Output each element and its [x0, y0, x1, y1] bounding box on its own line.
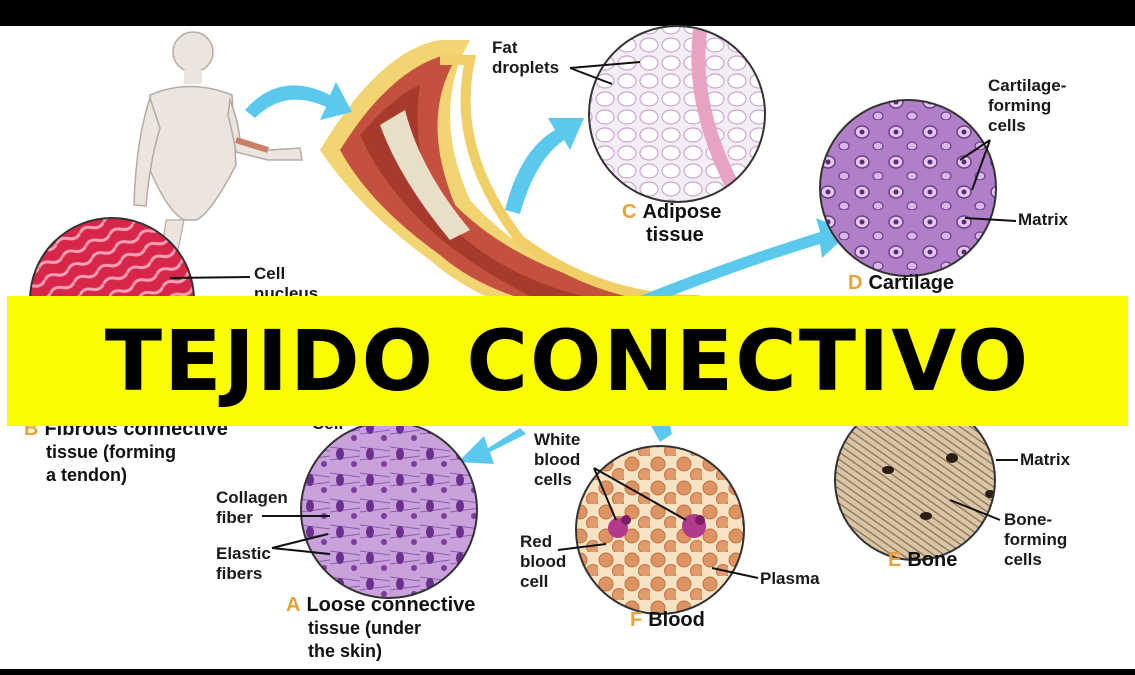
- cartilage-forming-cells-line3: cells: [988, 116, 1066, 136]
- elastic-fibers-line2: fibers: [216, 564, 271, 584]
- caption-blood-line1: Blood: [648, 609, 705, 631]
- bone-forming-cells-line1: Bone-: [1004, 510, 1067, 530]
- caption-loose-connective: A Loose connective tissue (under the skin…: [286, 594, 475, 663]
- page-title: TEJIDO CONECTIVO: [105, 312, 1030, 410]
- cartilage-matrix-label: Matrix: [1018, 210, 1068, 230]
- caption-adipose-line1: Adipose: [642, 201, 721, 223]
- bone-forming-cells-line2: forming: [1004, 530, 1067, 550]
- fat-droplets-label-line2: droplets: [492, 58, 559, 78]
- caption-adipose: C Adipose tissue: [622, 201, 721, 247]
- red-blood-cell-line3: cell: [520, 572, 566, 592]
- bone-matrix-label: Matrix: [1020, 450, 1070, 470]
- caption-bone-line1: Bone: [907, 549, 957, 571]
- caption-blood: F Blood: [630, 609, 705, 632]
- plasma-label: Plasma: [760, 569, 820, 589]
- fat-droplets-label-line1: Fat: [492, 38, 559, 58]
- caption-fibrous-line2: tissue (forming: [24, 441, 228, 464]
- collagen-fiber-line2: fiber: [216, 508, 288, 528]
- white-blood-cells-line2: blood: [534, 450, 580, 470]
- collagen-fiber-line1: Collagen: [216, 488, 288, 508]
- red-blood-cell-line2: blood: [520, 552, 566, 572]
- fat-droplets-label: Fat droplets: [492, 38, 559, 78]
- red-blood-cell-label: Red blood cell: [520, 532, 566, 592]
- caption-bone-letter: E: [888, 549, 901, 571]
- human-figure: [134, 32, 302, 250]
- elastic-fibers-line1: Elastic: [216, 544, 271, 564]
- caption-loose-line3: the skin): [286, 640, 475, 663]
- white-blood-cells-line3: cells: [534, 470, 580, 490]
- bone-forming-cells-label: Bone- forming cells: [1004, 510, 1067, 570]
- loose-connective-circle: [301, 422, 477, 598]
- caption-loose-letter: A: [286, 594, 300, 616]
- cartilage-forming-cells-label: Cartilage- forming cells: [988, 76, 1066, 136]
- caption-cartilage-line1: Cartilage: [868, 272, 954, 294]
- caption-adipose-letter: C: [622, 201, 636, 223]
- caption-cartilage-letter: D: [848, 272, 862, 294]
- caption-bone: E Bone: [888, 549, 957, 572]
- bottom-black-bar: [0, 669, 1135, 675]
- bone-forming-cells-line3: cells: [1004, 550, 1067, 570]
- caption-loose-line1: Loose connective: [306, 594, 475, 616]
- cell-nucleus-line1: Cell: [254, 264, 318, 284]
- white-blood-cells-label: White blood cells: [534, 430, 580, 490]
- caption-loose-line2: tissue (under: [286, 617, 475, 640]
- elastic-fibers-label: Elastic fibers: [216, 544, 271, 584]
- cartilage-forming-cells-line1: Cartilage-: [988, 76, 1066, 96]
- caption-cartilage: D Cartilage: [848, 272, 954, 295]
- white-blood-cells-line1: White: [534, 430, 580, 450]
- caption-fibrous-line3: a tendon): [24, 464, 228, 487]
- caption-blood-letter: F: [630, 609, 642, 631]
- cartilage-forming-cells-line2: forming: [988, 96, 1066, 116]
- red-blood-cell-line1: Red: [520, 532, 566, 552]
- title-banner: TEJIDO CONECTIVO: [7, 296, 1128, 426]
- collagen-fiber-label: Collagen fiber: [216, 488, 288, 528]
- caption-adipose-line2: tissue: [622, 224, 721, 247]
- cartilage-circle: [820, 100, 996, 276]
- adipose-circle: [589, 26, 765, 202]
